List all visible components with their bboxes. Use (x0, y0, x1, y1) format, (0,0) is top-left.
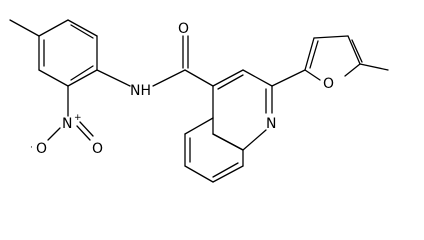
molecule-structure: N + O · O NH O N (9, 19, 389, 183)
quinoline-benzo-ring (184, 117, 244, 183)
furan-oxygen-label: O (323, 76, 334, 92)
quinoline-pyridine-ring: N (212, 69, 276, 151)
nitro-group: N + O · O (30, 85, 103, 157)
nitro-oxygen-single-label: O (36, 141, 47, 157)
carbonyl-oxygen-label: O (178, 21, 189, 37)
quinoline-furan-link (271, 69, 306, 87)
nitro-charge-label: + (74, 113, 82, 123)
amide-group: NH O (96, 21, 214, 99)
tolyl-ring (38, 19, 98, 87)
nitro-oxygen-radical-label: · (30, 143, 33, 153)
nh-label: NH (130, 83, 151, 99)
nitro-nitrogen-label: N (62, 116, 72, 132)
methyl-furan (359, 63, 389, 71)
furan-ring: O (304, 35, 363, 92)
quinoline-nitrogen-label: N (266, 116, 276, 132)
methyl-tolyl (9, 19, 40, 37)
nitro-oxygen-double-label: O (92, 141, 103, 157)
